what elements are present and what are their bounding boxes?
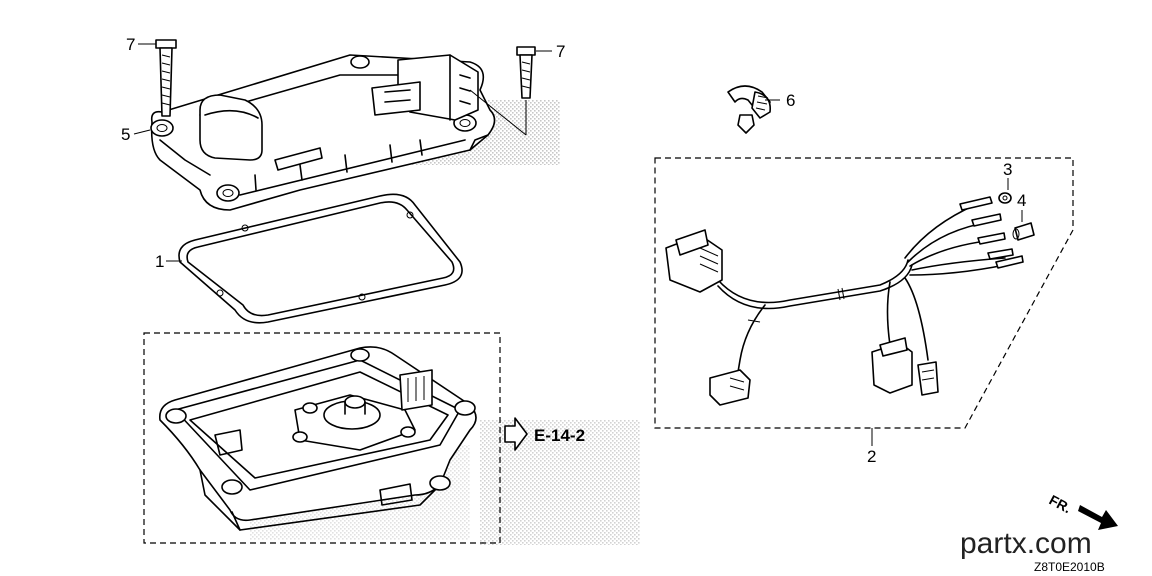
callout-3: 3 (1003, 160, 1012, 179)
harness-clip (727, 85, 772, 134)
callout-4: 4 (1017, 191, 1026, 210)
bolt-right-leader (469, 89, 527, 136)
callout-6: 6 (786, 91, 795, 110)
bolt-right (516, 46, 536, 99)
callout-2: 2 (867, 447, 876, 466)
sub-assembly-frame (143, 332, 501, 544)
terminal-sleeve (1012, 222, 1035, 241)
diagram-code: Z8T0E2010B (1034, 560, 1105, 574)
callout-7-right: 7 (556, 42, 565, 61)
wire-harness (665, 196, 1024, 406)
front-direction-label: FR. (1047, 492, 1074, 517)
callout-7-left: 7 (126, 35, 135, 54)
callout-5: 5 (121, 125, 130, 144)
terminal-nut (998, 192, 1012, 204)
callout-leaders (133, 43, 1023, 446)
reference-arrow-icon (504, 417, 528, 451)
reference-label[interactable]: E-14-2 (534, 426, 585, 445)
callout-1: 1 (155, 252, 164, 271)
brand-mark: partx.com (960, 527, 1092, 560)
control-unit-cover (150, 54, 496, 211)
gasket (178, 193, 463, 324)
harness-frame (654, 157, 1074, 429)
front-direction-arrow-icon (1078, 505, 1118, 530)
bolt-left (155, 39, 177, 117)
control-unit-base (158, 346, 477, 531)
